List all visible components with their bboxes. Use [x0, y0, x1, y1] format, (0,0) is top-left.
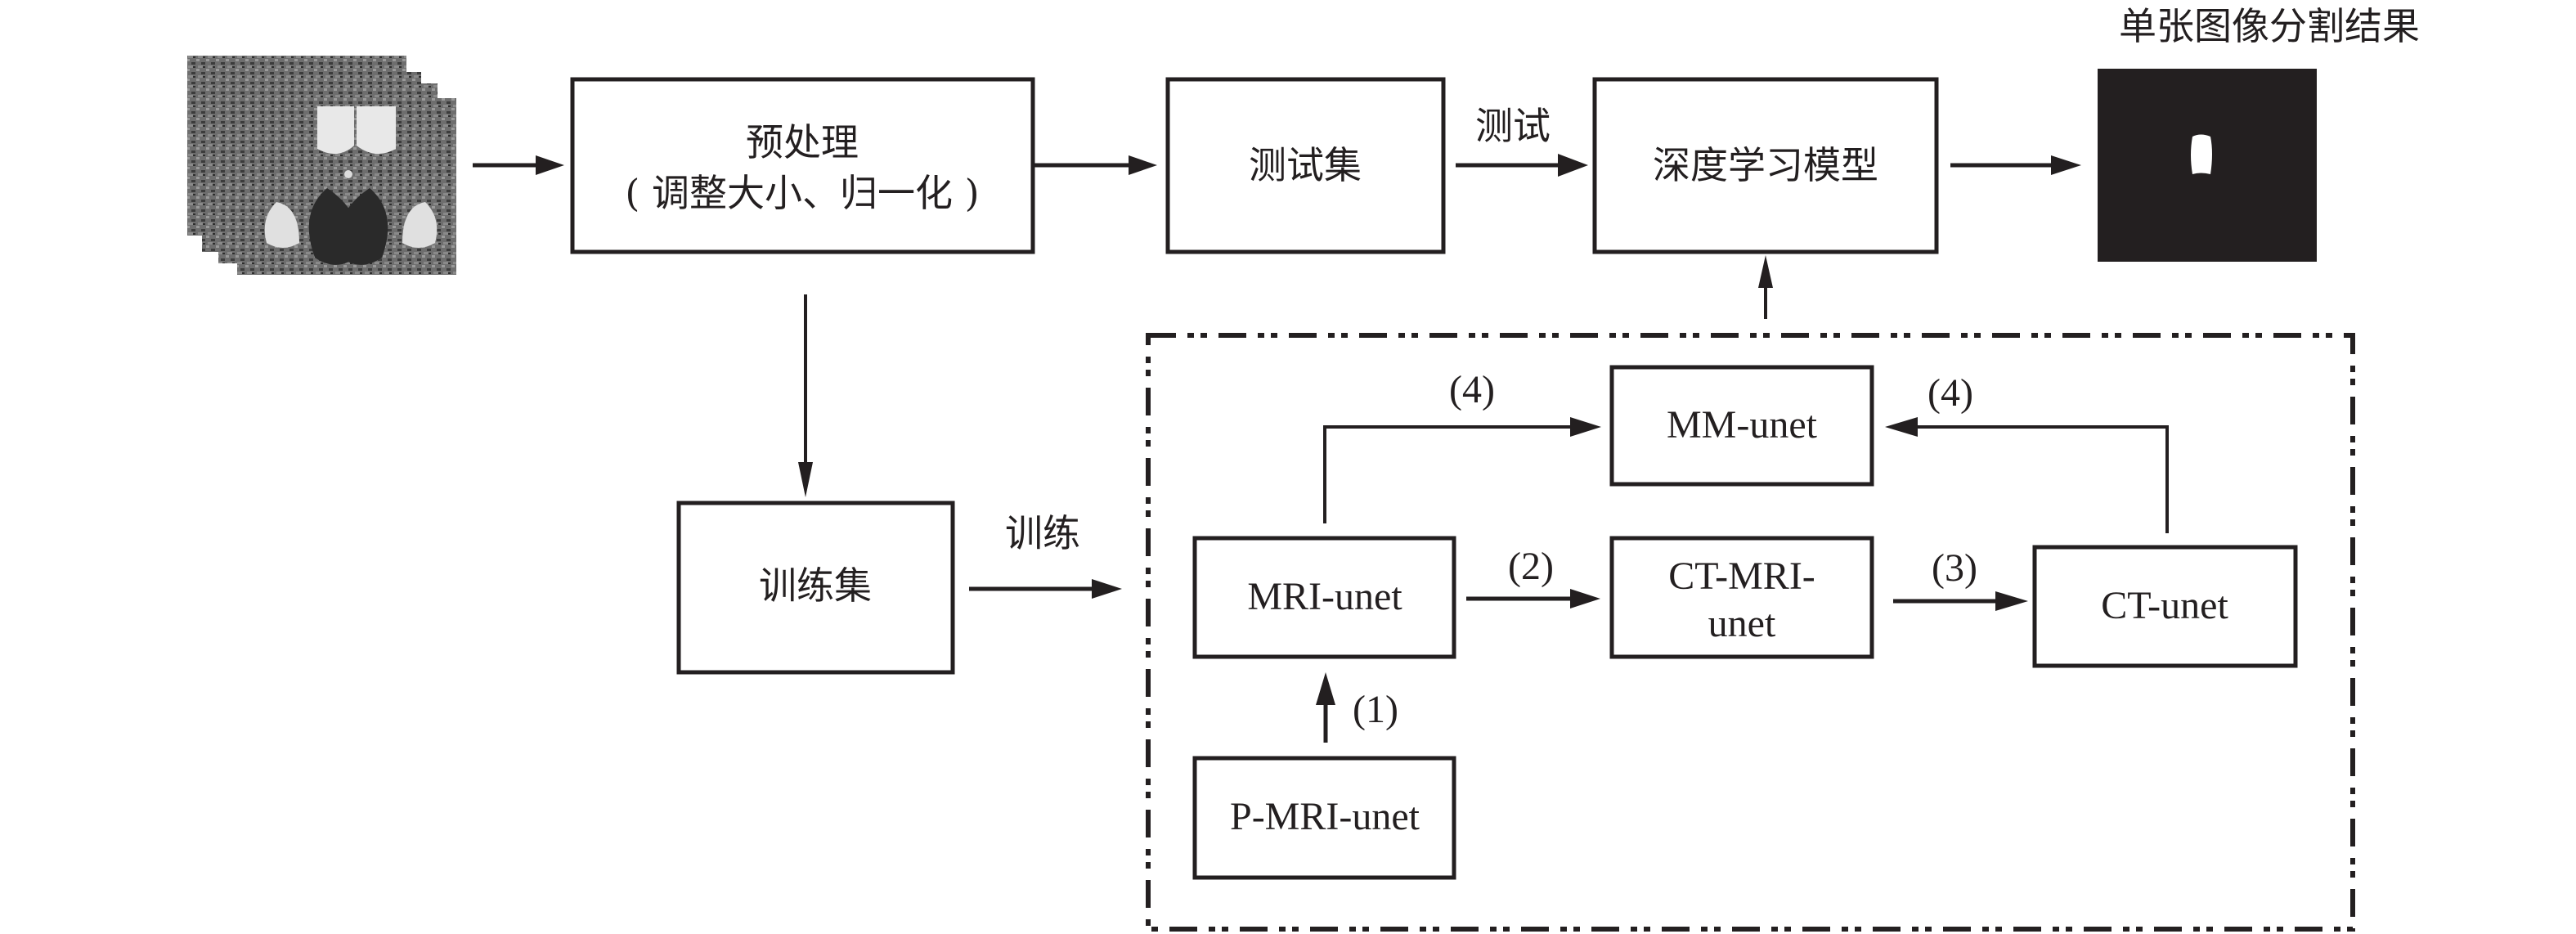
arrow-step-3: (3) — [1893, 546, 2028, 611]
input-image-stack — [187, 56, 456, 275]
mm-unet-label: MM-unet — [1667, 403, 1818, 447]
arrow-step-2: (2) — [1466, 545, 1600, 608]
training-group-border — [1146, 333, 2355, 932]
arrow-step-4-left: (4) — [1323, 368, 1601, 523]
step-4-right-label: (4) — [1928, 371, 1973, 415]
arrow-train-to-group: 训练 — [969, 511, 1122, 599]
ct-mri-unet-box: CT-MRI- unet — [1609, 536, 1874, 659]
segmentation-result: 单张图像分割结果 — [2098, 4, 2420, 262]
test-set-box: 测试集 — [1165, 77, 1446, 254]
step-1-label: (1) — [1353, 688, 1398, 731]
step-3-label: (3) — [1932, 546, 1977, 590]
p-mri-unet-box: P-MRI-unet — [1192, 756, 1456, 880]
mri-unet-label: MRI-unet — [1247, 575, 1402, 618]
ct-mri-unet-label-line2: unet — [1708, 602, 1776, 645]
train-set-label: 训练集 — [759, 564, 872, 608]
arrow-step-4-right: (4) — [1885, 371, 2169, 533]
step-4-left-label: (4) — [1449, 368, 1495, 411]
preprocess-box: 预处理 ( 调整大小、归一化 ) — [570, 77, 1035, 254]
preprocess-title: 预处理 — [746, 120, 859, 164]
arrow-model-to-result — [1950, 155, 2081, 175]
arrow-preprocess-to-test-set — [1033, 155, 1157, 175]
test-edge-label: 测试 — [1475, 104, 1551, 148]
arrow-group-to-model — [1758, 255, 1773, 319]
mm-unet-box: MM-unet — [1609, 365, 1874, 487]
ct-unet-box: CT-unet — [2032, 545, 2298, 668]
arrow-test-to-model: 测试 — [1456, 104, 1588, 177]
mri-unet-box: MRI-unet — [1192, 536, 1456, 659]
arrow-step-1: (1) — [1316, 672, 1398, 743]
segmented-region — [2191, 134, 2212, 174]
arrow-input-to-preprocess — [473, 155, 564, 175]
result-title: 单张图像分割结果 — [2119, 4, 2420, 48]
preprocess-subtitle: ( 调整大小、归一化 ) — [625, 171, 979, 215]
p-mri-unet-label: P-MRI-unet — [1230, 795, 1420, 838]
ct-mri-unet-label-line1: CT-MRI- — [1668, 555, 1815, 598]
test-set-label: 测试集 — [1249, 143, 1362, 187]
arrow-preprocess-to-train-set — [798, 294, 813, 497]
deep-learning-model-box: 深度学习模型 — [1592, 77, 1939, 254]
input-slice — [237, 98, 456, 275]
train-edge-label: 训练 — [1005, 511, 1080, 555]
step-2-label: (2) — [1508, 545, 1554, 588]
train-set-box: 训练集 — [676, 501, 955, 675]
ct-unet-label: CT-unet — [2101, 584, 2228, 627]
deep-learning-model-label: 深度学习模型 — [1653, 143, 1878, 187]
